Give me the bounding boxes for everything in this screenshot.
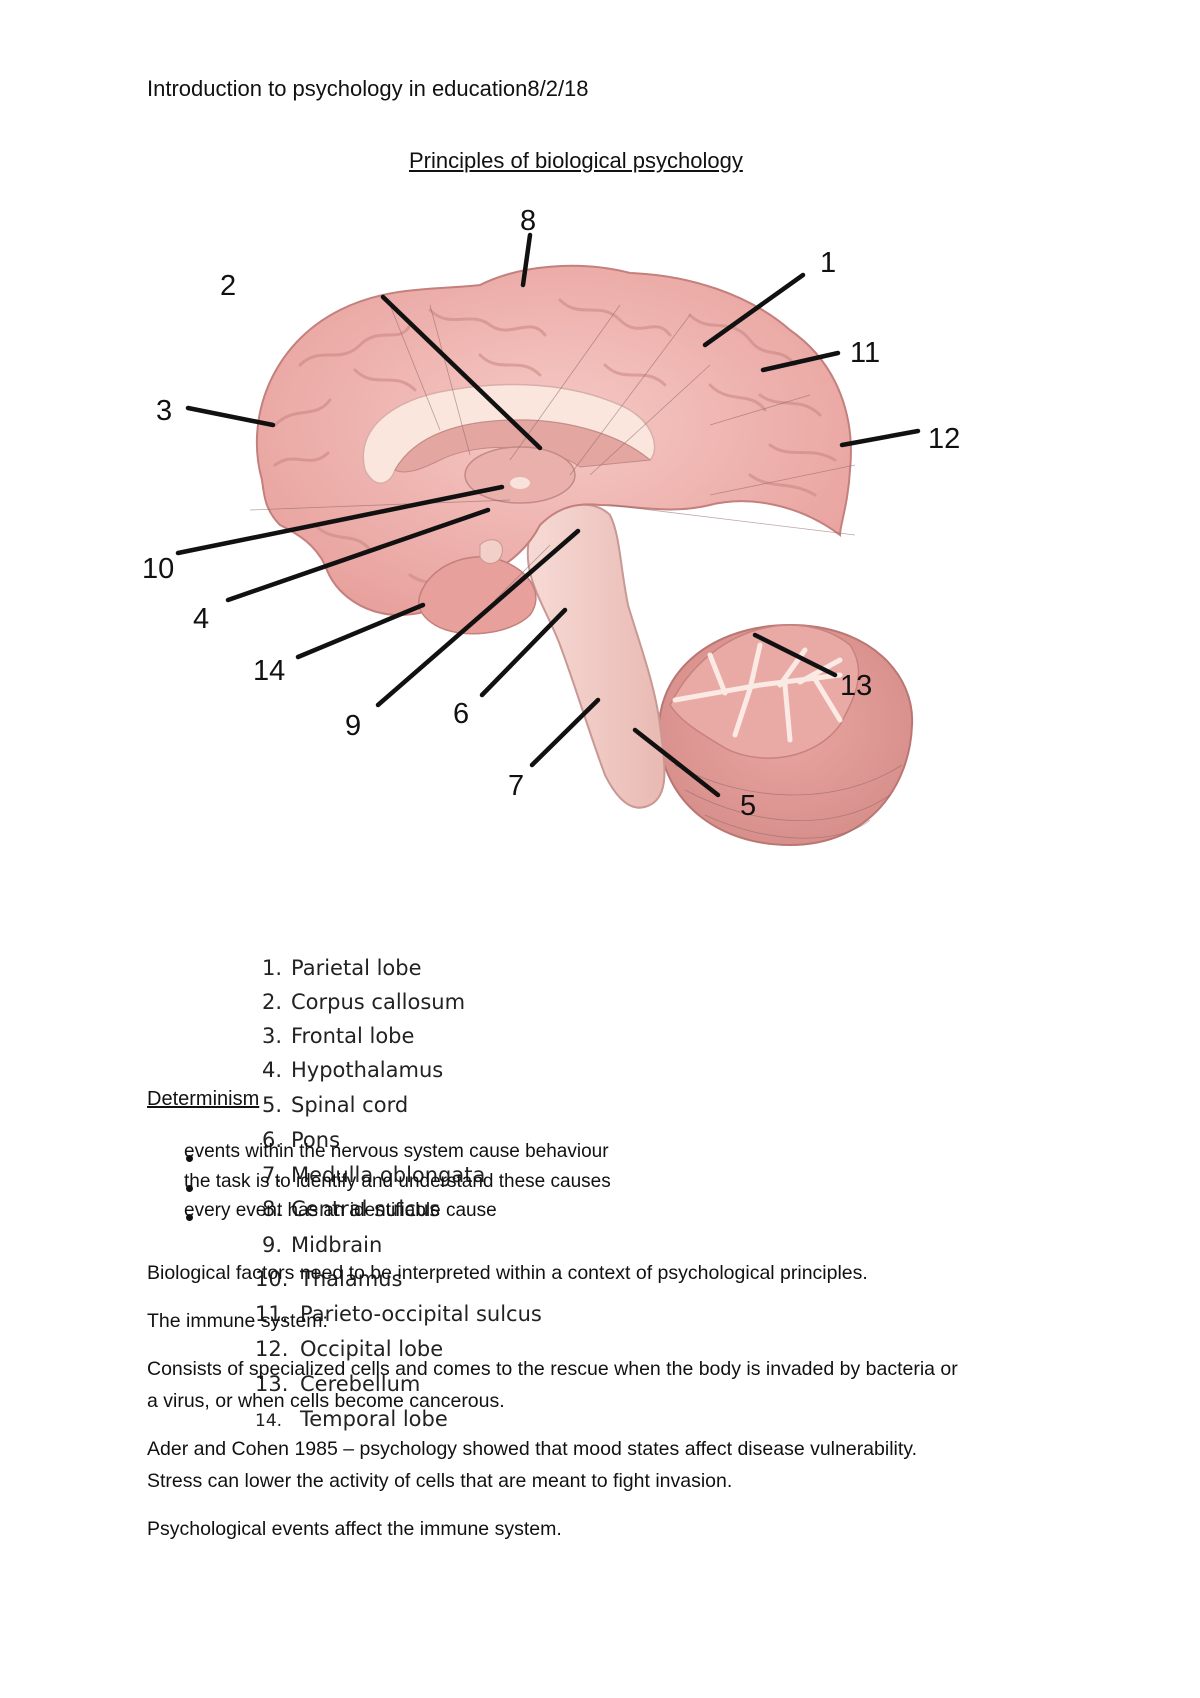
bullet-dot (186, 1155, 193, 1162)
temporal-lobe-shape (418, 556, 537, 635)
part-item: 13.Cerebellum (255, 1372, 421, 1396)
page-title: Principles of biological psychology (409, 148, 743, 173)
figure-label-13: 13 (840, 670, 872, 702)
figure-label-2: 2 (220, 270, 236, 302)
part-item: 12.Occipital lobe (255, 1337, 444, 1361)
paragraph-immune-line2: a virus, or when cells become cancerous. (147, 1390, 505, 1412)
part-item: 11.Parieto-occipital sulcus (255, 1302, 542, 1326)
paragraph-immune-line1: Consists of specialized cells and comes … (147, 1358, 958, 1380)
part-item: 6.Pons (261, 1128, 341, 1152)
cerebellum-folia (674, 764, 903, 839)
thalamus-shape (464, 446, 576, 504)
figure-label-8: 8 (520, 205, 536, 237)
part-item: 1.Parietal lobe (261, 956, 422, 980)
paragraph-conclusion: Psychological events affect the immune s… (147, 1518, 562, 1540)
part-item: 14.Temporal lobe (255, 1407, 448, 1431)
label-leader-lines (175, 232, 921, 798)
figure-label-9: 9 (345, 710, 361, 742)
part-item: 2.Corpus callosum (261, 990, 466, 1014)
arbor-vitae (669, 624, 860, 759)
determinism-bullet: every event has an identifiable cause (184, 1200, 497, 1221)
figure-label-6: 6 (453, 698, 469, 730)
paragraph-immune-heading: The immune system: (147, 1310, 328, 1332)
figure-label-3: 3 (156, 395, 172, 427)
part-item: 5.Spinal cord (261, 1093, 409, 1117)
bullet-dot (186, 1185, 193, 1192)
paragraph-ader-cohen: Ader and Cohen 1985 – psychology showed … (147, 1438, 918, 1460)
part-item: 3.Frontal lobe (261, 1024, 415, 1048)
part-item: 10.Thalamus (255, 1267, 403, 1291)
arbor-branches (672, 642, 843, 743)
figure-label-1: 1 (820, 247, 836, 279)
part-item: 4.Hypothalamus (261, 1058, 444, 1082)
paragraph-stress: Stress can lower the activity of cells t… (147, 1470, 733, 1492)
bullet-dot (186, 1214, 193, 1221)
part-item: 8.Central sulcus (261, 1197, 441, 1221)
paragraph-biological-factors: Biological factors need to be interprete… (147, 1262, 868, 1284)
brainstem-shape (526, 503, 666, 809)
determinism-heading: Determinism (147, 1088, 260, 1110)
figure-label-12: 12 (928, 423, 960, 455)
document-header: Introduction to psychology in education8… (147, 76, 589, 101)
figure-label-4: 4 (193, 603, 209, 635)
determinism-bullet: events within the nervous system cause b… (184, 1141, 609, 1162)
pituitary (479, 539, 503, 564)
figure-label-5: 5 (740, 790, 756, 822)
part-item: 7.Medulla oblongata (261, 1163, 486, 1187)
part-item: 9.Midbrain (261, 1233, 383, 1257)
brain-diagram: 1 2 3 4 5 6 7 8 9 10 11 12 13 14 (142, 205, 960, 847)
figure-number-labels: 1 2 3 4 5 6 7 8 9 10 11 12 13 14 (142, 205, 960, 822)
figure-label-7: 7 (508, 770, 524, 802)
determinism-bullet: the task is to identify and understand t… (184, 1171, 611, 1192)
figure-label-14: 14 (253, 655, 285, 687)
figure-label-11: 11 (850, 337, 880, 369)
figure-label-10: 10 (142, 553, 174, 585)
